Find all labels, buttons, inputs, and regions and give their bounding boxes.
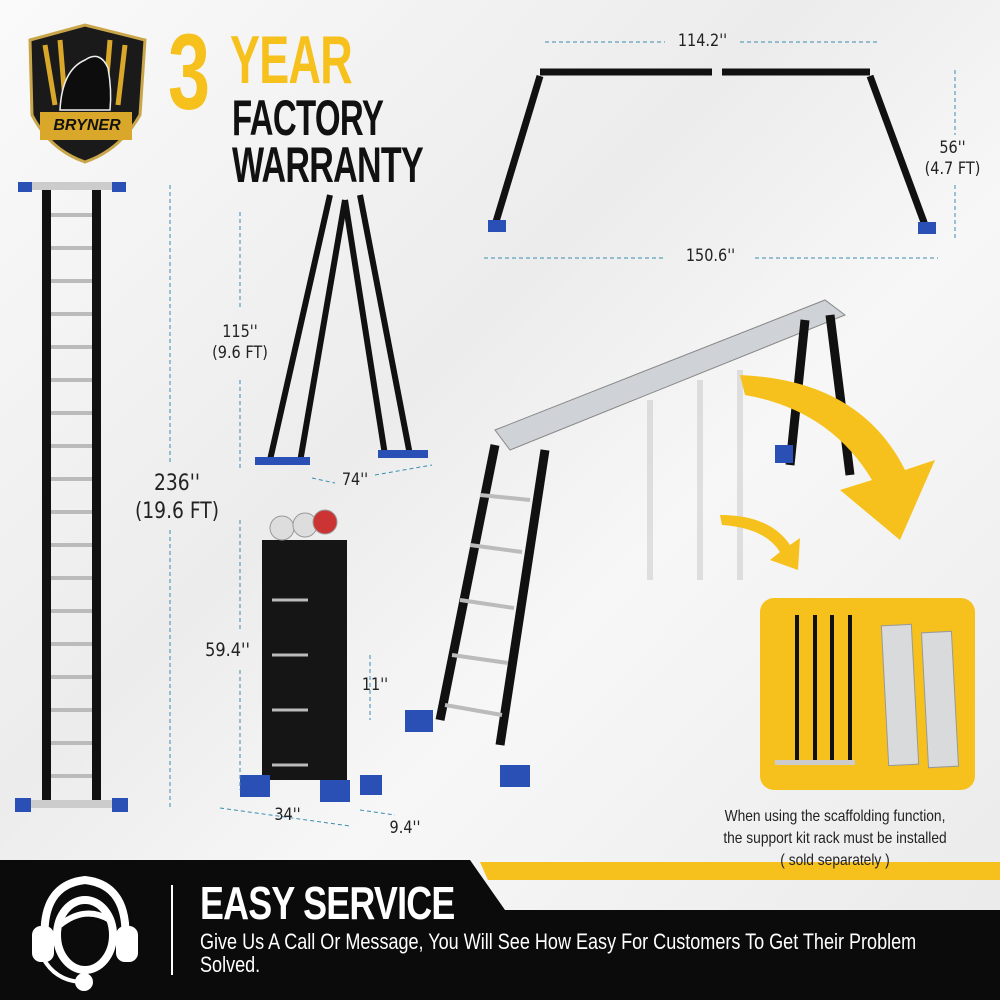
- a-frame-width-label: 74'': [341, 470, 369, 490]
- scaffold-note: When using the scaffolding function, the…: [702, 806, 969, 872]
- full-height-value: 236'': [154, 471, 200, 496]
- a-frame-height-ft: (9.6 FT): [212, 343, 268, 363]
- service-banner-shape: [0, 860, 1000, 1000]
- bridge-height-value: 56'': [939, 138, 966, 158]
- support-kit-box: [760, 598, 975, 790]
- full-height-label: 236'' (19.6 FT): [122, 470, 233, 526]
- warranty-warranty: WARRANTY: [232, 137, 424, 193]
- a-frame-height-value: 115'': [222, 322, 258, 342]
- service-title: EASY SERVICE: [200, 877, 455, 929]
- bryner-logo: [28, 23, 147, 164]
- folded-height-label: 59.4'': [205, 639, 250, 661]
- arrow-icon: [720, 375, 935, 570]
- folded-width-label: 34'': [274, 805, 301, 825]
- bridge-ladder-illustration: [484, 41, 956, 259]
- bridge-top-label: 114.2'': [677, 31, 728, 51]
- a-frame-ladder-illustration: [239, 194, 433, 484]
- scaffold-note-line: When using the scaffolding function,: [724, 808, 946, 825]
- warranty-number: 3: [168, 11, 210, 132]
- warranty-factory: FACTORY: [232, 90, 384, 146]
- headset-support-icon: [32, 875, 138, 991]
- scaffold-ladder-illustration: [405, 299, 888, 787]
- folded-ladder-illustration: [219, 509, 396, 827]
- bridge-bottom-label: 150.6'': [685, 246, 736, 266]
- bridge-height-ft: (4.7 FT): [924, 159, 981, 179]
- bridge-height-label: 56'' (4.7 FT): [912, 138, 993, 180]
- service-text: Give Us A Call Or Message, You Will See …: [200, 929, 917, 977]
- folded-depth-label: 9.4'': [389, 818, 421, 838]
- extended-ladder-illustration: [15, 182, 171, 812]
- a-frame-height-label: 115'' (9.6 FT): [202, 322, 279, 364]
- full-height-ft: (19.6 FT): [134, 499, 220, 524]
- scaffold-note-line: ( sold separately ): [780, 852, 890, 869]
- warranty-year: YEAR: [230, 22, 353, 98]
- folded-step-label: 11'': [361, 675, 389, 695]
- scaffold-note-line: the support kit rack must be installed: [723, 830, 947, 847]
- bryner-logo-text: BRYNER: [53, 117, 121, 134]
